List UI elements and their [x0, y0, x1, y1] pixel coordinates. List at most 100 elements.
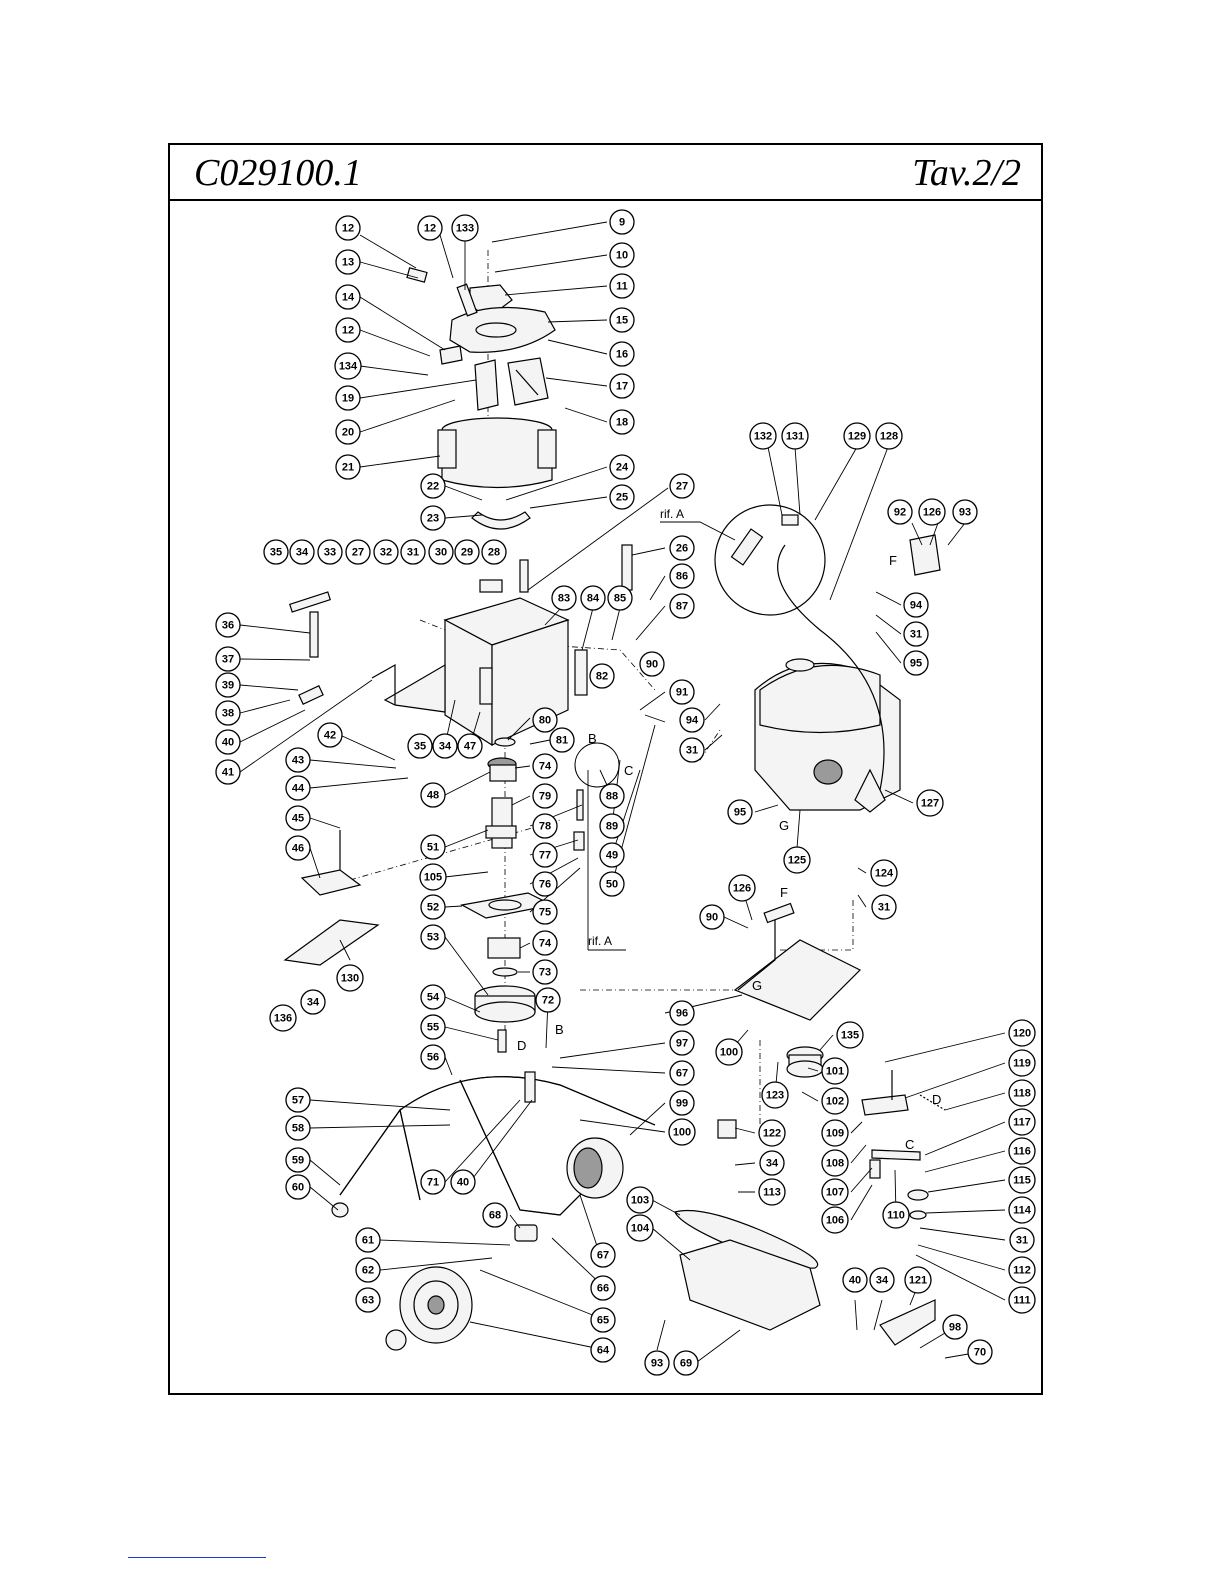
- callout-number: 103: [631, 1195, 649, 1207]
- callout-number: 45: [292, 813, 304, 825]
- callout-number: 116: [1013, 1146, 1031, 1158]
- part-callout-41: 41: [215, 759, 241, 785]
- callout-number: 40: [457, 1177, 469, 1189]
- callout-number: 66: [597, 1283, 609, 1295]
- callout-circle: [821, 1206, 849, 1234]
- callout-circle: [590, 1307, 616, 1333]
- callout-number: 121: [909, 1275, 927, 1287]
- callout-number: 119: [1013, 1058, 1031, 1070]
- callout-number: 106: [826, 1215, 844, 1227]
- callout-circle: [609, 209, 635, 235]
- part-callout-30: 30: [428, 539, 454, 565]
- callout-number: 104: [631, 1223, 650, 1235]
- callout-circle: [215, 700, 241, 726]
- part-callout-62: 62: [355, 1257, 381, 1283]
- callout-circle: [285, 1087, 311, 1113]
- callout-number: 16: [616, 349, 628, 361]
- callout-number: 100: [720, 1047, 738, 1059]
- callout-number: 28: [488, 547, 500, 559]
- callout-circle: [420, 984, 446, 1010]
- footer-hyperlink-underline[interactable]: [128, 1557, 266, 1558]
- part-callout-108: 108: [821, 1149, 849, 1177]
- part-callout-105: 105: [419, 863, 447, 891]
- part-callout-56: 56: [420, 1044, 446, 1070]
- callout-number: 70: [974, 1347, 986, 1359]
- part-callout-113: 113: [758, 1178, 786, 1206]
- callout-number: 111: [1013, 1295, 1030, 1307]
- part-callout-75: 75: [532, 899, 558, 925]
- callout-circle: [263, 539, 289, 565]
- callout-number: 94: [910, 600, 923, 612]
- callout-number: 114: [1013, 1205, 1032, 1217]
- part-callout-112: 112: [1008, 1256, 1036, 1284]
- callout-circle: [419, 863, 447, 891]
- part-callout-73: 73: [532, 959, 558, 985]
- part-callout-71: 71: [420, 1169, 446, 1195]
- callout-number: 34: [296, 547, 309, 559]
- callout-number: 75: [539, 907, 551, 919]
- part-callout-86: 86: [669, 563, 695, 589]
- callout-circle: [1008, 1108, 1036, 1136]
- callout-number: 91: [676, 687, 688, 699]
- callout-circle: [285, 805, 311, 831]
- callout-circle: [285, 775, 311, 801]
- part-callout-95: 95: [727, 799, 753, 825]
- callout-number: 52: [427, 902, 439, 914]
- callout-circle: [626, 1186, 654, 1214]
- callout-number: 42: [324, 730, 336, 742]
- callout-number: 126: [733, 883, 751, 895]
- callout-circle: [1008, 1166, 1036, 1194]
- callout-circle: [420, 894, 446, 920]
- callout-circle: [871, 894, 897, 920]
- callout-number: 44: [292, 783, 305, 795]
- part-callout-34: 34: [869, 1267, 895, 1293]
- part-callout-27: 27: [669, 473, 695, 499]
- callout-circle: [967, 1339, 993, 1365]
- part-callout-68: 68: [482, 1202, 508, 1228]
- callout-number: 26: [676, 543, 688, 555]
- part-callout-66: 66: [590, 1275, 616, 1301]
- callout-number: 102: [826, 1096, 844, 1108]
- callout-number: 101: [826, 1066, 844, 1078]
- part-callout-63: 63: [355, 1287, 381, 1313]
- callout-number: 9: [619, 217, 625, 229]
- letter-marker: C: [905, 1137, 914, 1152]
- callout-circle: [1008, 1256, 1036, 1284]
- part-callout-32: 32: [373, 539, 399, 565]
- callout-circle: [317, 722, 343, 748]
- part-callout-58: 58: [285, 1115, 311, 1141]
- callout-circle: [821, 1087, 849, 1115]
- part-callout-12: 12: [335, 215, 361, 241]
- callout-circle: [336, 964, 364, 992]
- callout-number: 92: [894, 507, 906, 519]
- callout-circle: [607, 585, 633, 611]
- part-callout-94: 94: [903, 592, 929, 618]
- callout-number: 93: [959, 507, 971, 519]
- callout-circle: [532, 930, 558, 956]
- callout-circle: [669, 1030, 695, 1056]
- callout-number: 31: [407, 547, 419, 559]
- callout-number: 117: [1013, 1117, 1031, 1129]
- callout-number: 90: [706, 912, 718, 924]
- callout-number: 13: [342, 257, 354, 269]
- callout-number: 96: [676, 1008, 688, 1020]
- callout-circle: [420, 505, 446, 531]
- part-callout-115: 115: [1008, 1166, 1036, 1194]
- callout-circle: [215, 759, 241, 785]
- engine-base-plate: [733, 902, 862, 1078]
- callout-number: 122: [763, 1128, 781, 1140]
- callout-number: 34: [876, 1275, 889, 1287]
- callout-circle: [1008, 1196, 1036, 1224]
- callout-circle: [1008, 1286, 1036, 1314]
- part-callout-74: 74: [532, 930, 558, 956]
- belt-and-guard: [674, 1209, 936, 1346]
- callout-number: 37: [222, 654, 234, 666]
- part-callout-120: 120: [1008, 1019, 1036, 1047]
- part-callout-135: 135: [836, 1021, 864, 1049]
- engine: [714, 504, 941, 813]
- callout-circle: [215, 646, 241, 672]
- part-callout-12: 12: [335, 317, 361, 343]
- callout-number: 99: [676, 1098, 688, 1110]
- part-callout-126: 126: [728, 874, 756, 902]
- callout-number: 19: [342, 393, 354, 405]
